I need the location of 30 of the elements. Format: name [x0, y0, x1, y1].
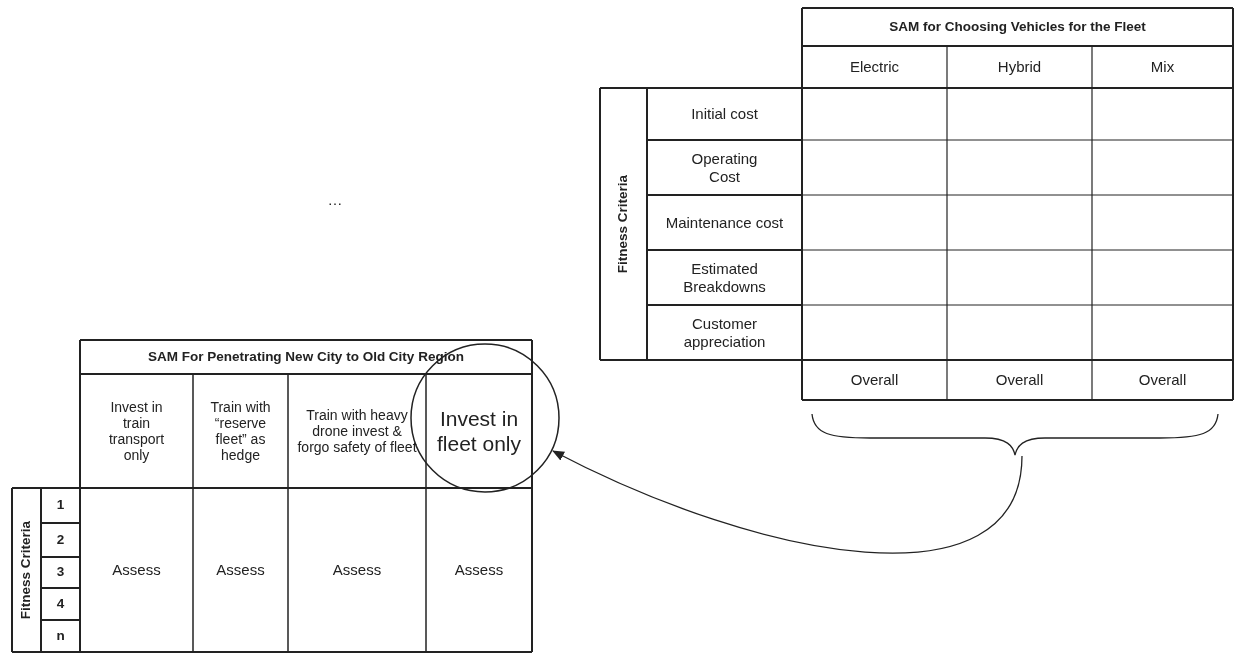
column-header: Hybrid	[997, 58, 1042, 76]
row-label: Operating Cost	[690, 149, 759, 186]
row-number: n	[56, 627, 65, 645]
row-number: 4	[56, 595, 65, 613]
row-number: 3	[56, 564, 65, 581]
table-title: SAM for Choosing Vehicles for the Fleet	[889, 18, 1146, 36]
assessment-text: Assess	[112, 561, 161, 579]
column-header: Mix	[1150, 58, 1175, 76]
column-header: Invest in fleet only	[435, 405, 523, 457]
column-header: Electric	[849, 58, 900, 76]
axis-title: Fitness Criteria	[18, 520, 35, 620]
column-header: Train with heavy drone invest & forgo safety of fleet	[296, 406, 418, 456]
row-label: Estimated Breakdowns	[682, 259, 767, 296]
column-header: Train with “reserve fleet” as hedge	[209, 398, 272, 464]
row-label: Maintenance cost	[665, 213, 784, 232]
row-number: 2	[56, 531, 65, 549]
assessment-text: Assess	[332, 561, 382, 579]
overall-score: Overall	[850, 371, 899, 389]
overall-score: Overall	[995, 371, 1044, 389]
column-header: Invest in train transport only	[107, 398, 166, 464]
assessment-text: Assess	[216, 561, 265, 579]
arrow	[552, 450, 1023, 554]
overall-score: Overall	[1138, 371, 1187, 389]
row-number: 1	[56, 497, 65, 514]
axis-title: Fitness Criteria	[615, 174, 632, 274]
ellipsis-text: …	[327, 191, 343, 209]
row-label: Customer appreciation	[682, 314, 767, 351]
row-label: Initial cost	[691, 105, 758, 123]
curly-brace	[810, 412, 1220, 456]
assessment-text: Assess	[454, 561, 504, 579]
